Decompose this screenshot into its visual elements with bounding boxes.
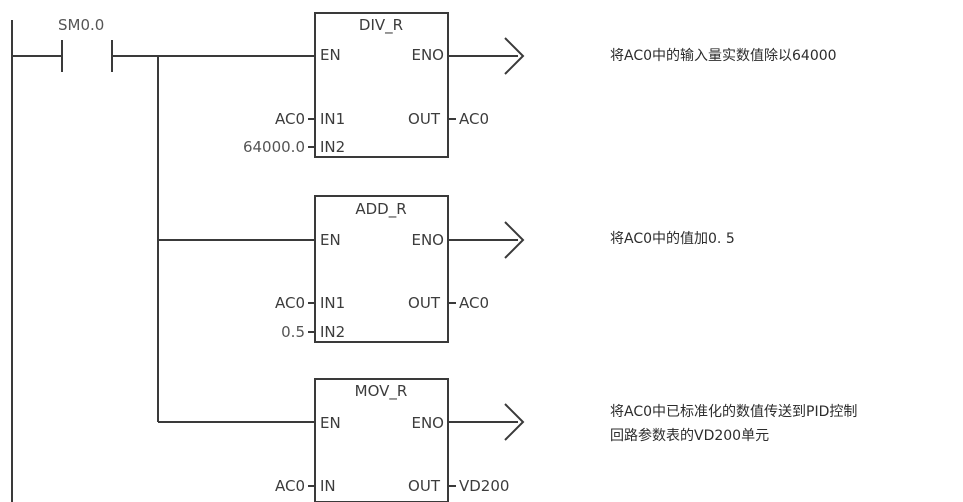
mov-r-comment-line2: 回路参数表的VD200单元 — [610, 427, 769, 444]
eno-pin: ENO — [411, 46, 444, 64]
div-r-block[interactable]: DIV_R EN ENO IN1 IN2 OUT AC0 64000.0 AC0 — [158, 12, 525, 158]
instruction-name: DIV_R — [359, 16, 403, 35]
en-pin: EN — [320, 231, 341, 249]
out-operand: AC0 — [459, 110, 489, 128]
in2-operand: 64000.0 — [243, 138, 305, 156]
out-pin: OUT — [408, 110, 441, 128]
in2-pin: IN2 — [320, 138, 345, 156]
in1-operand: AC0 — [275, 110, 305, 128]
instruction-box — [314, 378, 449, 502]
mov-r-comment-line1: 将AC0中已标准化的数值传送到PID控制 — [610, 404, 857, 420]
in2-pin: IN2 — [320, 323, 345, 341]
out-pin: OUT — [408, 294, 441, 312]
add-r-block[interactable]: ADD_R EN ENO IN1 IN2 OUT AC0 0.5 AC0 — [158, 195, 525, 343]
instruction-name: ADD_R — [355, 200, 406, 219]
coil-arrow-icon — [504, 37, 525, 75]
in-operand: AC0 — [275, 477, 305, 495]
contact-sm0-0[interactable] — [12, 40, 158, 72]
instruction-box — [314, 12, 449, 158]
in-pin: IN — [320, 477, 336, 495]
coil-arrow-icon — [504, 403, 525, 441]
coil-arrow-icon — [504, 221, 525, 259]
in1-pin: IN1 — [320, 294, 345, 312]
contact-label: SM0.0 — [58, 16, 104, 34]
in1-operand: AC0 — [275, 294, 305, 312]
instruction-name: MOV_R — [355, 382, 408, 401]
eno-pin: ENO — [411, 414, 444, 432]
add-r-comment: 将AC0中的值加0. 5 — [610, 231, 735, 247]
en-pin: EN — [320, 46, 341, 64]
instruction-box — [314, 195, 449, 343]
out-operand: VD200 — [459, 477, 509, 495]
in2-operand: 0.5 — [281, 323, 305, 341]
out-pin: OUT — [408, 477, 441, 495]
div-r-comment: 将AC0中的输入量实数值除以64000 — [610, 48, 837, 64]
in1-pin: IN1 — [320, 110, 345, 128]
out-operand: AC0 — [459, 294, 489, 312]
mov-r-block[interactable]: MOV_R EN ENO IN OUT AC0 VD200 — [158, 378, 525, 502]
eno-pin: ENO — [411, 231, 444, 249]
en-pin: EN — [320, 414, 341, 432]
